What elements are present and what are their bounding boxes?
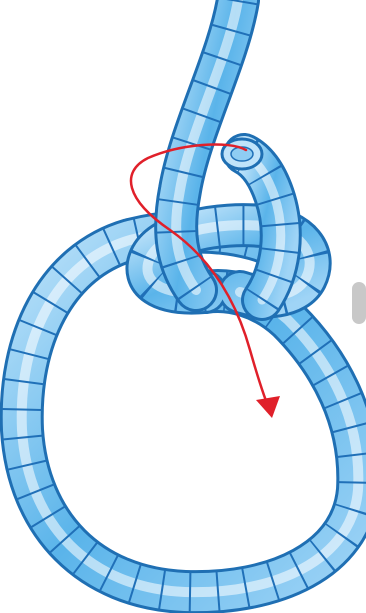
edge-mark [352,282,366,324]
arrowhead-icon [256,396,280,418]
